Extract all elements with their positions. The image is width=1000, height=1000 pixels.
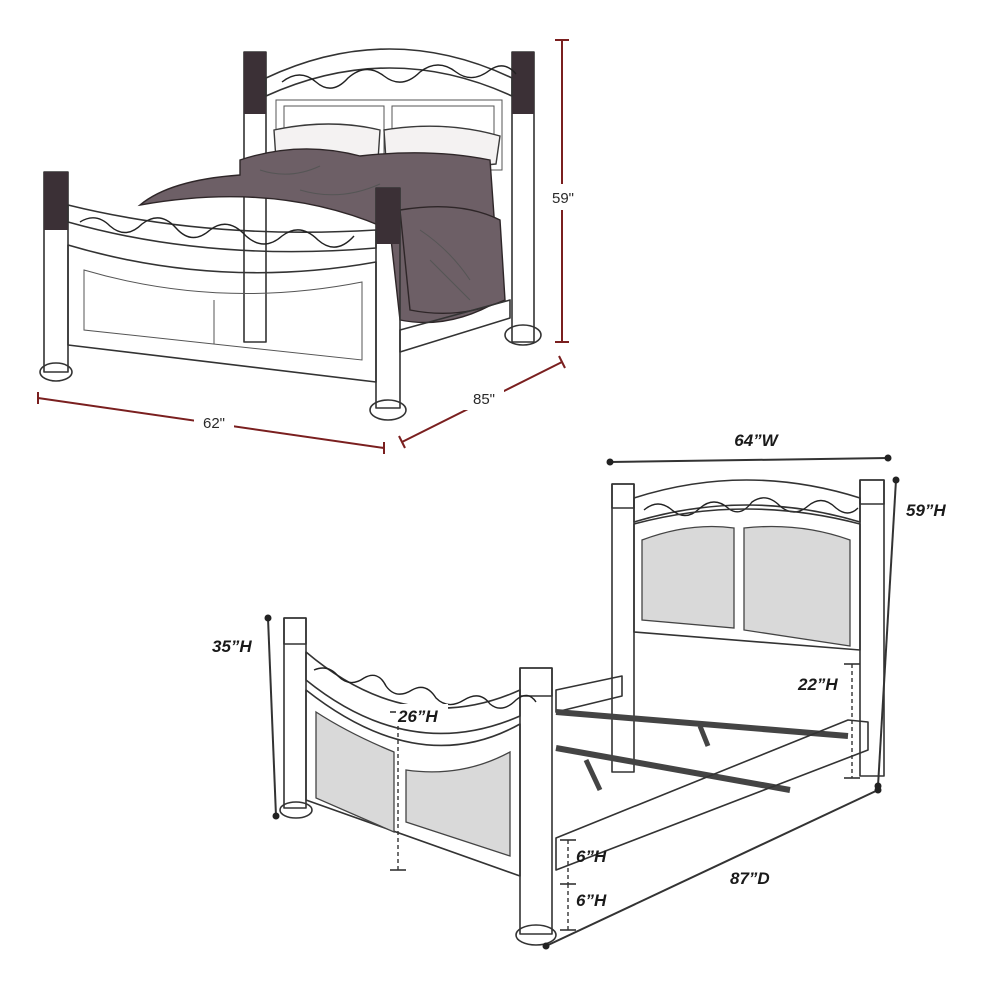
frame-slat-leg-right bbox=[697, 725, 711, 747]
frame-headboard-left-post bbox=[611, 483, 635, 773]
frame-headboard-height-end-top bbox=[892, 476, 900, 484]
frame-headboard-left-cap bbox=[611, 483, 635, 509]
height-label: 59" bbox=[552, 190, 574, 207]
frame-footboard-height-label: 35”H bbox=[212, 637, 252, 656]
frame-headboard-panel-right bbox=[743, 525, 851, 647]
footboard-right-post-cap bbox=[376, 188, 400, 244]
frame-footboard-right-post bbox=[519, 667, 553, 935]
frame-slat-back bbox=[555, 709, 849, 739]
footboard-carving bbox=[79, 217, 355, 248]
footboard-left-foot bbox=[39, 362, 73, 382]
frame-headboard-body bbox=[633, 508, 861, 651]
frame-footboard-right-foot bbox=[515, 924, 557, 946]
frame-slat-leg-left bbox=[583, 758, 603, 792]
frame-rail-clearance-label: 22”H bbox=[797, 675, 838, 694]
footboard-left-post-cap bbox=[44, 172, 68, 230]
frame-footboard-height-end-top bbox=[264, 614, 272, 622]
depth-label: 85" bbox=[473, 391, 495, 408]
height-label-bg bbox=[546, 184, 580, 210]
headboard-left-post-cap bbox=[244, 52, 266, 114]
frame-footboard-body bbox=[305, 689, 521, 877]
headboard-right-post-cap bbox=[512, 52, 534, 114]
frame-footboard-left-cap bbox=[283, 617, 307, 645]
frame-width-dimension-end-right bbox=[884, 454, 892, 462]
frame-headboard-height-label: 59”H bbox=[906, 501, 946, 520]
headboard-carving bbox=[281, 64, 517, 89]
frame-width-dimension-end-left bbox=[606, 458, 614, 466]
frame-depth-dimension-line bbox=[545, 789, 879, 947]
frame-headboard-height-line bbox=[877, 479, 897, 787]
frame-slat-middle bbox=[555, 745, 791, 793]
frame-headboard-arch bbox=[633, 479, 861, 523]
frame-footboard-panel-left bbox=[315, 710, 395, 833]
footboard-top-rail bbox=[67, 204, 377, 253]
bed-frame-drawing: 64”W 59”H 35”H 26”H 22”H 6”H 6”H bbox=[212, 431, 946, 950]
duvet-folds bbox=[259, 165, 471, 301]
depth-dimension-tick-back bbox=[558, 355, 566, 369]
footboard-panel bbox=[83, 269, 363, 361]
frame-rail-left-back bbox=[555, 675, 623, 713]
frame-depth-dimension-end-back bbox=[874, 786, 882, 794]
frame-width-dimension-line bbox=[609, 457, 889, 463]
frame-depth-dimension-end-front bbox=[542, 942, 550, 950]
frame-footboard-top-rail bbox=[305, 651, 521, 735]
width-label: 62" bbox=[203, 415, 225, 432]
frame-footboard-panel-right bbox=[405, 750, 511, 857]
frame-footboard-left-foot bbox=[279, 801, 313, 819]
frame-footboard-right-cap bbox=[519, 667, 553, 697]
frame-footboard-height-line bbox=[267, 617, 277, 817]
frame-footboard-inner-label-bg bbox=[396, 704, 448, 726]
dressed-bed-drawing: 59" 62" 85" bbox=[37, 39, 580, 454]
depth-label-bg bbox=[464, 386, 504, 410]
footboard-body bbox=[67, 244, 377, 383]
headboard-right-foot bbox=[504, 324, 542, 346]
frame-headboard-right-cap bbox=[859, 479, 885, 505]
frame-footboard-carving bbox=[313, 667, 537, 709]
frame-footboard-inner-label: 26”H bbox=[397, 707, 438, 726]
frame-floor-clearance-label: 6”H bbox=[576, 891, 607, 910]
frame-side-rail-right bbox=[555, 719, 869, 871]
headboard-arch bbox=[265, 48, 513, 97]
frame-rail-height-label: 6”H bbox=[576, 847, 607, 866]
side-rail bbox=[399, 299, 511, 353]
width-label-bg bbox=[194, 410, 234, 434]
frame-headboard-panel-left bbox=[641, 525, 735, 629]
frame-footboard-height-end-bottom bbox=[272, 812, 280, 820]
bed-skirt bbox=[399, 205, 506, 314]
frame-footboard-left-post bbox=[283, 617, 307, 809]
depth-dimension-tick-front bbox=[398, 435, 406, 449]
frame-width-label: 64”W bbox=[734, 431, 779, 450]
footboard-right-foot bbox=[369, 399, 407, 421]
frame-depth-label: 87”D bbox=[730, 869, 770, 888]
